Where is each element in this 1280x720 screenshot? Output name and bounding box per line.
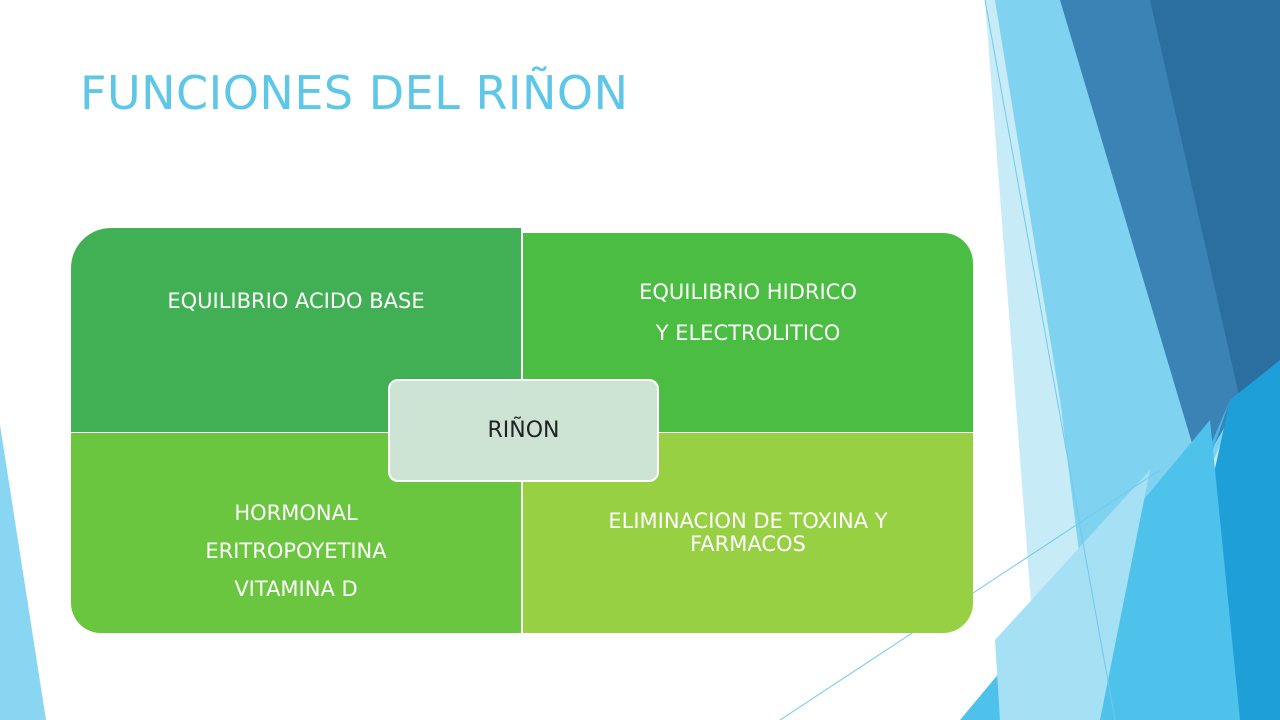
left-accent-shape: [0, 425, 46, 720]
quadrant-label-line-1: HORMONAL: [234, 500, 358, 525]
quadrant-label-line-3: VITAMINA D: [234, 577, 358, 602]
right-accent-steel: [1060, 0, 1240, 470]
thin-line-a: [984, 0, 1116, 720]
right-accent-dark: [1148, 0, 1280, 440]
quadrant-label-line-1: EQUILIBRIO HIDRICO: [639, 280, 857, 305]
center-node-kidney: RIÑON: [388, 379, 659, 482]
quadrant-label: EQUILIBRIO ACIDO BASE: [167, 288, 425, 313]
center-label: RIÑON: [487, 418, 560, 443]
quadrant-label-line-2: ERITROPOYETINA: [205, 538, 387, 563]
quadrant-label: ELIMINACION DE TOXINA Y FARMACOS: [608, 509, 888, 556]
slide-title: FUNCIONES DEL RIÑON: [80, 66, 629, 120]
bottom-accent-pale: [995, 470, 1150, 720]
quadrant-label-line-2: Y ELECTROLITICO: [655, 320, 841, 345]
